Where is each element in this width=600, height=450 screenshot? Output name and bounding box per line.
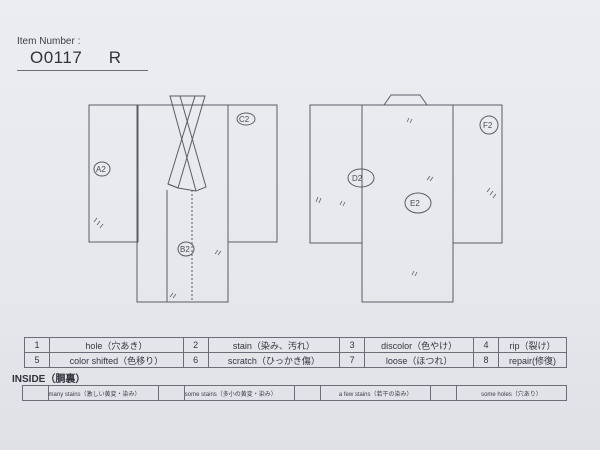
mark-e2-circle (404, 192, 432, 214)
back-right-sleeve (452, 104, 503, 244)
mark-f2-circle (479, 115, 499, 135)
mark-c2-circle (236, 112, 256, 126)
back-hatch-marks (315, 117, 497, 277)
legend-label: rip（裂け） (498, 337, 567, 353)
legend-row: 5 color shifted（色移り） 6 scratch（ひっかき傷） 7 … (24, 352, 567, 368)
legend-num: 4 (473, 337, 500, 353)
item-number-underline (17, 70, 148, 71)
legend-num: 6 (182, 352, 209, 368)
item-number-value: O0117 R (30, 48, 122, 67)
front-hatch-marks (93, 217, 222, 299)
inside-option-label: some stains（多小の黄変・染み） (183, 385, 296, 401)
legend-num: 3 (339, 337, 366, 353)
collar-bottom (167, 183, 197, 192)
legend-num: 1 (24, 337, 50, 353)
back-body (361, 104, 454, 303)
mark-f2-label: F2 (483, 121, 493, 130)
legend-num: 7 (339, 352, 366, 368)
legend-num: 5 (24, 352, 50, 368)
inside-checkbox-many-stains[interactable] (22, 385, 49, 401)
inside-option-label: many stains（激しい黄変・染み） (47, 385, 160, 401)
mark-c2-label: C2 (239, 115, 250, 124)
inside-section-title: INSIDE（胴裏） (12, 374, 86, 385)
back-neck-tab (383, 94, 428, 106)
inside-row: many stains（激しい黄変・染み） some stains（多小の黄変・… (22, 385, 568, 401)
mark-e2-label: E2 (410, 199, 420, 208)
mark-b2-circle (177, 241, 195, 257)
legend-label: discolor（色やけ） (364, 337, 475, 353)
inside-option-label: a few stains（若干の染み） (319, 385, 432, 401)
legend-num: 2 (182, 337, 209, 353)
mark-a2-circle (93, 161, 111, 177)
legend-row: 1 hole（穴あき） 2 stain（染み、汚れ） 3 discolor（色や… (24, 337, 567, 353)
kimono-diagram: A2 B2 C2 D2 E2 F2 (88, 94, 503, 303)
legend-label: loose（ほつれ） (364, 352, 475, 368)
inside-condition-table: many stains（激しい黄変・染み） some stains（多小の黄変・… (22, 385, 568, 401)
inside-checkbox-some-stains[interactable] (158, 385, 185, 401)
front-body (136, 104, 229, 303)
mark-a2-label: A2 (96, 165, 106, 174)
mark-d2-label: D2 (352, 174, 363, 183)
damage-legend-table: 1 hole（穴あき） 2 stain（染み、汚れ） 3 discolor（色や… (24, 337, 567, 368)
inside-checkbox-few-stains[interactable] (294, 385, 321, 401)
legend-label: repair(修復) (498, 352, 567, 368)
item-number-label: Item Number : (17, 36, 81, 47)
mark-d2-circle (347, 168, 375, 188)
kimono-back: D2 E2 F2 (309, 94, 503, 303)
legend-num: 8 (473, 352, 500, 368)
legend-label: hole（穴あき） (49, 337, 184, 353)
mark-b2-label: B2 (180, 245, 190, 254)
inside-checkbox-some-holes[interactable] (430, 385, 457, 401)
inside-option-label: some holes（穴あり） (455, 385, 568, 401)
front-left-sleeve (88, 104, 139, 243)
legend-label: color shifted（色移り） (49, 352, 184, 368)
kimono-front: A2 B2 C2 (88, 95, 278, 303)
legend-label: stain（染み、汚れ） (207, 337, 341, 353)
front-right-sleeve (227, 104, 278, 243)
legend-label: scratch（ひっかき傷） (207, 352, 341, 368)
